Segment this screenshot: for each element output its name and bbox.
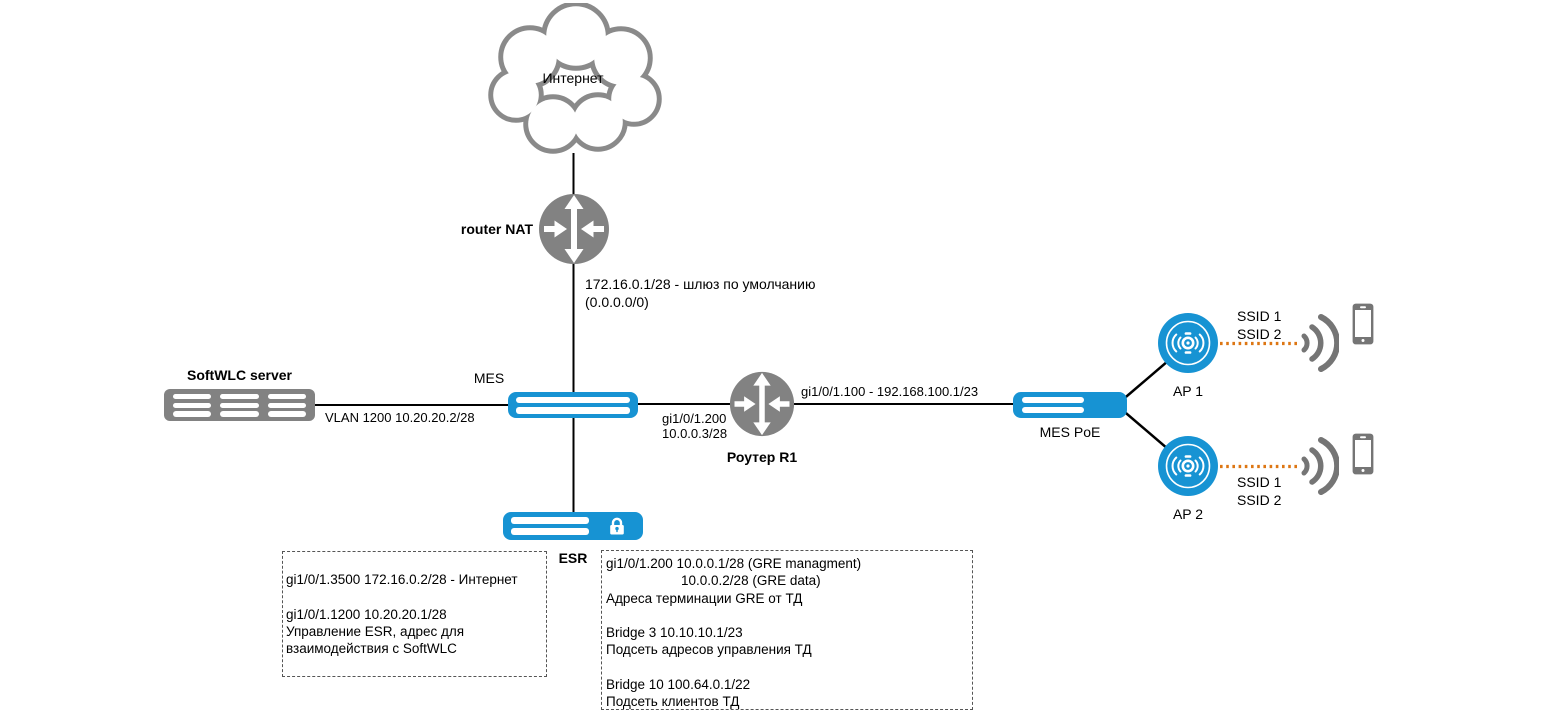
mes-switch-icon xyxy=(508,392,638,418)
ap1-ssid1-label: SSID 1 xyxy=(1237,308,1282,324)
router-r1-label: Роутер R1 xyxy=(726,449,798,465)
router-nat-label: router NAT xyxy=(460,221,533,237)
mes-label: MES xyxy=(473,370,505,386)
internet-cloud-icon xyxy=(488,3,662,154)
ap2-ssid1-label: SSID 1 xyxy=(1237,474,1282,490)
smartphone-icon-ap2 xyxy=(1352,433,1374,475)
ap1-icon xyxy=(1158,313,1218,373)
note-line xyxy=(606,659,969,676)
server-bay xyxy=(173,411,212,417)
softwlc-server-icon xyxy=(164,389,315,421)
switch-port-slot xyxy=(1022,407,1084,413)
note-line: Адреса терминации GRE от ТД xyxy=(606,590,803,606)
internet-label: Интернет xyxy=(542,70,604,86)
ap2-ssid-labels: SSID 1 SSID 2 xyxy=(1237,473,1281,509)
note-line: Bridge 10 100.64.0.1/22 xyxy=(606,677,751,693)
lock-icon xyxy=(610,517,624,535)
softwlc-server-label: SoftWLC server xyxy=(186,367,293,383)
note-line: Bridge 3 10.10.10.1/23 xyxy=(606,625,743,641)
ap2-icon xyxy=(1158,436,1218,496)
server-bay xyxy=(267,411,306,417)
esr-left-note-box: gi1/0/1.3500 172.16.0.2/28 - Интернет gi… xyxy=(282,551,547,677)
default-gateway-line1: 172.16.0.1/28 - шлюз по умолчанию xyxy=(585,276,816,292)
note-line: взаимодействия с SoftWLC xyxy=(286,641,457,657)
note-line: gi1/0/1.3500 172.16.0.2/28 - Интернет xyxy=(286,572,518,587)
server-bay xyxy=(220,402,259,408)
router-nat-icon xyxy=(539,194,609,264)
wifi-signal-icon-ap1 xyxy=(1301,314,1339,372)
esr-label: ESR xyxy=(558,550,588,566)
server-mes-link-label: VLAN 1200 10.20.20.2/28 xyxy=(325,410,475,425)
server-bay xyxy=(173,402,212,408)
mes-r1-link-line2: 10.0.0.3/28 xyxy=(662,425,728,441)
mes-poe-switch-icon xyxy=(1013,392,1127,418)
ap1-ssid2-label: SSID 2 xyxy=(1237,326,1282,342)
server-bay xyxy=(173,394,212,400)
note-line: Подсеть клиентов ТД xyxy=(606,694,740,710)
switch-port-slot xyxy=(511,517,589,524)
smartphone-icon-ap1 xyxy=(1352,303,1374,345)
note-line: gi1/0/1.200 10.0.0.1/28 (GRE managment) xyxy=(606,556,862,571)
server-bay xyxy=(220,411,259,417)
note-line xyxy=(286,588,543,605)
default-gateway-line2: (0.0.0.0/0) xyxy=(585,294,649,310)
switch-port-slot xyxy=(511,528,589,535)
ap2-label: AP 2 xyxy=(1172,506,1204,522)
mes-r1-link-line1: gi1/0/1.200 xyxy=(662,411,727,426)
wifi-signal-icon-ap2 xyxy=(1301,437,1339,495)
r1-mespoe-link-label: gi1/0/1.100 - 192.168.100.1/23 xyxy=(801,384,979,399)
ap1-label: AP 1 xyxy=(1172,383,1204,399)
esr-right-note-box: gi1/0/1.200 10.0.0.1/28 (GRE managment) … xyxy=(601,550,973,710)
server-bay xyxy=(220,394,259,400)
mes-r1-link-label: gi1/0/1.200 10.0.0.3/28 xyxy=(662,411,728,441)
note-line: Управление ESR, адрес для xyxy=(286,623,465,639)
esr-icon xyxy=(503,512,643,540)
note-line: Подсеть адресов управления ТД xyxy=(606,642,812,658)
ap1-ssid-labels: SSID 1 SSID 2 xyxy=(1237,307,1281,343)
note-line: 10.0.0.2/28 (GRE data) xyxy=(606,573,821,589)
server-bay xyxy=(267,402,306,408)
ap2-ssid2-label: SSID 2 xyxy=(1237,492,1282,508)
note-line: gi1/0/1.1200 10.20.20.1/28 xyxy=(286,606,447,622)
switch-port-slot xyxy=(516,407,630,414)
router-r1-icon xyxy=(729,371,795,437)
switch-port-slot xyxy=(516,396,630,403)
default-gateway-note: 172.16.0.1/28 - шлюз по умолчанию (0.0.0… xyxy=(585,275,815,311)
server-bay xyxy=(267,394,306,400)
mes-poe-label: MES PoE xyxy=(1039,424,1101,440)
switch-port-slot xyxy=(1022,396,1084,403)
note-line xyxy=(606,607,969,624)
